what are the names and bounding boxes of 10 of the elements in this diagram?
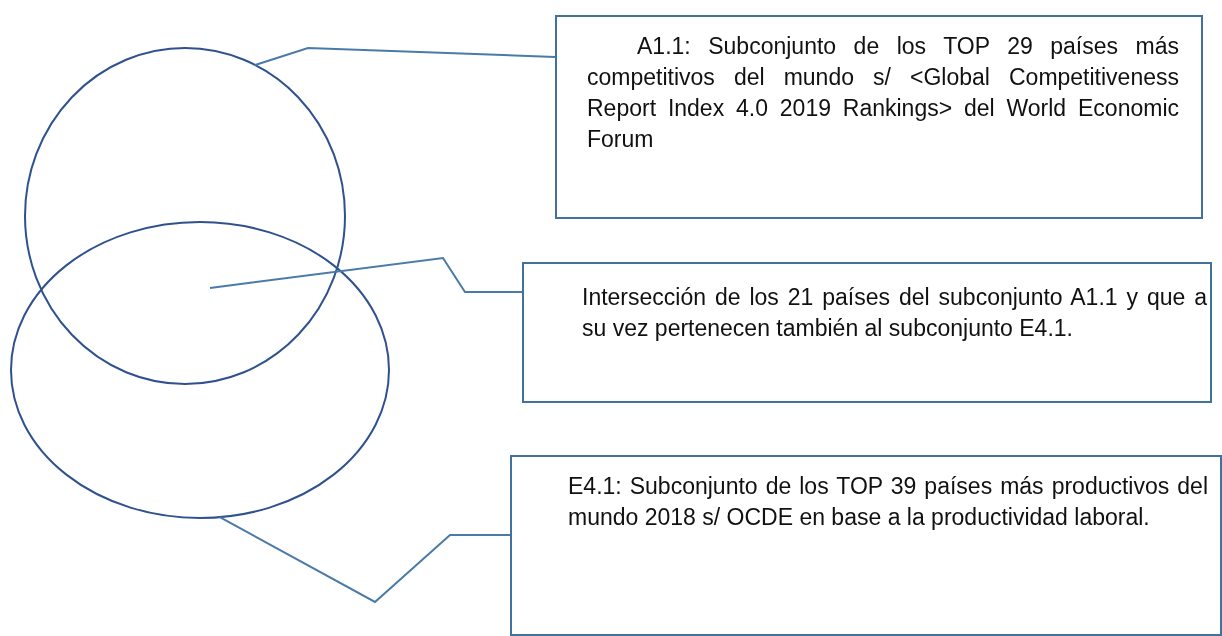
leader-line [218, 516, 511, 604]
set-circle [24, 47, 346, 385]
callout-box [510, 455, 1222, 636]
callout-box [522, 262, 1212, 403]
callout-text: Intersección de los 21 países del subconjunto A1.1 y que a su vez pertenecen también al subconjunto E4.1. [582, 283, 1207, 343]
set-circle [10, 221, 390, 519]
callout-box [555, 15, 1203, 219]
leader-line [254, 47, 556, 66]
callout-text: E4.1: Subconjunto de los TOP 39 países más productivos del mundo 2018 s/ OCDE en base a la productividad laboral. [568, 472, 1208, 532]
callout-text: A1.1: Subconjunto de los TOP 29 países más competitivos del mundo s/ <Global Competitiveness Report Index 4.0 2019 Rankings> del World Economic Forum [587, 32, 1179, 154]
